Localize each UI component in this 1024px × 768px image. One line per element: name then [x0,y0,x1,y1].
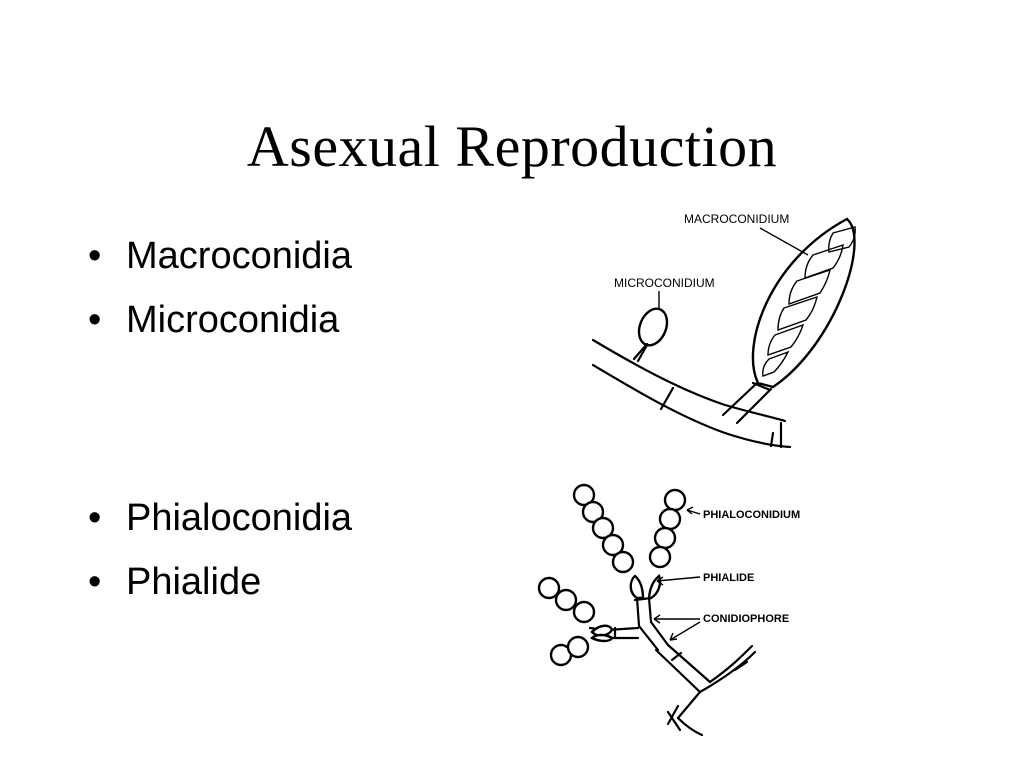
phialoconidium [658,507,682,531]
bullet-dot: • [88,497,102,539]
arrow-phialoconidium [686,509,701,515]
arrow-head [686,506,694,515]
phialoconidium [591,516,615,540]
hypha-septum [659,386,675,411]
phialoconidium [572,600,596,624]
conidiophore-stalk [666,643,712,684]
phialide-shape [629,574,645,600]
label-macroconidium: MACROCONIDIUM [684,212,789,226]
bullet-text: Phialide [126,561,262,603]
macroconidium-cell [804,243,844,279]
macroconidium-cell [788,268,831,305]
phialoconidia-illustration: PHIALOCONIDIUM PHIALIDE CONIDIOPHORE [537,483,800,737]
macroconidium-cell [762,350,790,377]
bullet-dot: • [88,235,102,277]
bullet-item-macroconidia: • Macroconidia [88,224,352,288]
macroconidium-cell [828,226,856,253]
microconidium-shape [637,307,669,347]
bullet-dot: • [88,299,102,341]
leader-line-macroconidium [759,227,809,256]
macroconidium-cell [777,295,818,331]
phialoconidium [537,576,561,600]
label-phialide: PHIALIDE [703,572,754,584]
bullet-list-phialo: • Phialoconidia • Phialide [88,486,352,614]
bullet-item-phialoconidia: • Phialoconidia [88,486,352,550]
conidia-illustration: MACROCONIDIUM MICROCONIDIUM [591,212,856,449]
conidiophore [647,596,670,647]
hypha-septum [666,704,680,726]
hypha-upper-wall [698,650,757,694]
phialoconidium [566,635,590,659]
microconidium-stalk [632,342,649,361]
hypha-lower-wall [666,710,682,732]
bullet-list-conidia: • Macroconidia • Microconidia [88,224,352,352]
slide-title: Asexual Reproduction [246,114,778,179]
microconidium-stalk [636,343,649,363]
phialoconidium [648,545,672,569]
bullet-dot: • [88,561,102,603]
arrow-phialide [656,576,701,582]
phialide-shape [589,633,614,643]
phialoconidium [663,488,687,512]
bullet-item-phialide: • Phialide [88,550,352,614]
macroconidium-conidiophore [735,387,773,425]
phialoconidium [611,550,635,574]
bullet-text: Microconidia [126,299,340,341]
bullet-text: Phialoconidia [126,497,353,539]
phialoconidium [554,588,578,612]
hypha-upper-wall [591,338,787,423]
label-conidiophore: CONIDIOPHORE [703,613,789,625]
arrow-head [669,632,678,641]
macroconidium-conidiophore [721,381,759,417]
hypha-upper-wall [676,716,704,737]
phialoconidium [601,533,625,557]
label-microconidium: MICROCONIDIUM [614,276,715,290]
phialoconidium [572,483,596,507]
bullet-item-microconidia: • Microconidia [88,288,352,352]
phialoconidium [581,500,605,524]
phialoconidium [653,526,677,550]
arrow-conidiophore [669,621,701,641]
hypha-lower-wall [708,644,754,684]
arrow-head [653,614,661,624]
arrow-head [656,576,664,586]
label-phialoconidium: PHIALOCONIDIUM [703,509,800,521]
conidiophore [635,596,660,652]
hypha-septum [733,660,749,672]
hypha-septum [769,431,775,448]
bullet-text: Macroconidia [126,235,352,277]
macroconidium-cell [767,323,805,356]
conidiophore-septum [751,381,772,392]
macroconidium-shape [751,217,856,389]
conidiophore-septum [670,651,683,662]
